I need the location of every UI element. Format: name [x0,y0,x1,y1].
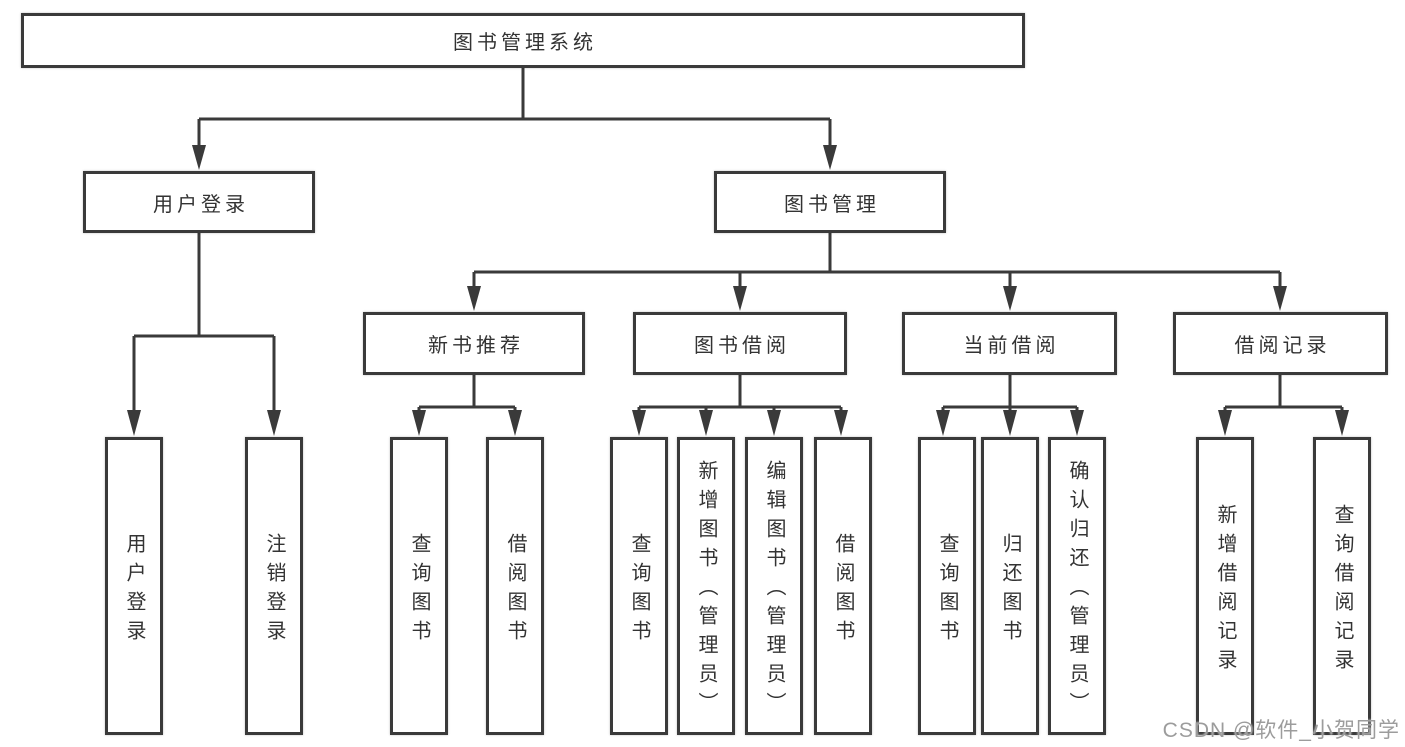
node-label: 确认归还（管理员） [1066,460,1088,721]
node-label: 查询图书 [936,532,958,649]
node-root: 图书管理系统 [21,13,1025,68]
node-label: 借阅图书 [832,532,854,649]
node-label: 借阅记录 [1234,335,1331,357]
node-label: 注销登录 [263,532,285,649]
arrow-down-icon [767,410,781,436]
node-label: 归还图书 [999,532,1021,649]
arrow-down-icon [733,286,747,311]
leaf-add-borrow-record: 新增借阅记录 [1196,437,1254,735]
node-label: 编辑图书（管理员） [763,460,785,721]
node-label: 查询图书 [628,532,650,649]
leaf-user-login: 用户登录 [105,437,163,735]
arrow-down-icon [1003,410,1017,436]
arrow-down-icon [467,286,481,311]
node-label: 当前借阅 [963,335,1060,357]
leaf-borrow-books-newbook: 借阅图书 [486,437,544,735]
arrow-down-icon [632,410,646,436]
node-label: 用户登录 [123,532,145,649]
arrow-down-icon [823,145,837,170]
node-label: 图书管理 [784,193,880,216]
arrow-down-icon [508,410,522,436]
arrow-down-icon [1070,410,1084,436]
arrow-down-icon [1273,286,1287,311]
leaf-return-books: 归还图书 [981,437,1039,735]
node-label: 查询借阅记录 [1331,503,1353,678]
leaf-query-borrow-record: 查询借阅记录 [1313,437,1371,735]
arrow-down-icon [936,410,950,436]
node-label: 借阅图书 [504,532,526,649]
arrow-down-icons [127,145,1349,436]
arrow-down-icon [1218,410,1232,436]
arrow-down-icon [412,410,426,436]
connector-stems [132,68,1344,413]
node-label: 新增借阅记录 [1214,503,1236,678]
node-label: 用户登录 [153,193,249,216]
arrow-down-icon [1003,286,1017,311]
leaf-query-books-newbook: 查询图书 [390,437,448,735]
node-book-borrowing: 图书借阅 [633,312,847,375]
leaf-query-books-borrow: 查询图书 [610,437,668,735]
node-new-book-recommend: 新书推荐 [363,312,585,375]
csdn-watermark: CSDN @软件_小贺同学 [1162,719,1400,742]
node-label: 图书管理系统 [453,32,597,54]
node-user-login: 用户登录 [83,171,315,233]
node-label: 新书推荐 [428,335,524,357]
node-current-borrowing: 当前借阅 [902,312,1117,375]
leaf-query-books-current: 查询图书 [918,437,976,735]
arrow-down-icon [127,410,141,436]
leaf-borrow-books-borrow: 借阅图书 [814,437,872,735]
arrow-down-icon [267,410,281,436]
leaf-add-books-admin: 新增图书（管理员） [677,437,735,735]
node-label: 查询图书 [408,532,430,649]
node-label: 新增图书（管理员） [695,460,717,721]
arrow-down-icon [834,410,848,436]
leaf-edit-books-admin: 编辑图书（管理员） [745,437,803,735]
node-label: 图书借阅 [694,335,790,357]
node-book-management: 图书管理 [714,171,946,233]
leaf-confirm-return-admin: 确认归还（管理员） [1048,437,1106,735]
node-borrowing-records: 借阅记录 [1173,312,1388,375]
arrow-down-icon [1335,410,1349,436]
arrow-down-icon [699,410,713,436]
arrow-down-icon [192,145,206,170]
leaf-logout-login: 注销登录 [245,437,303,735]
